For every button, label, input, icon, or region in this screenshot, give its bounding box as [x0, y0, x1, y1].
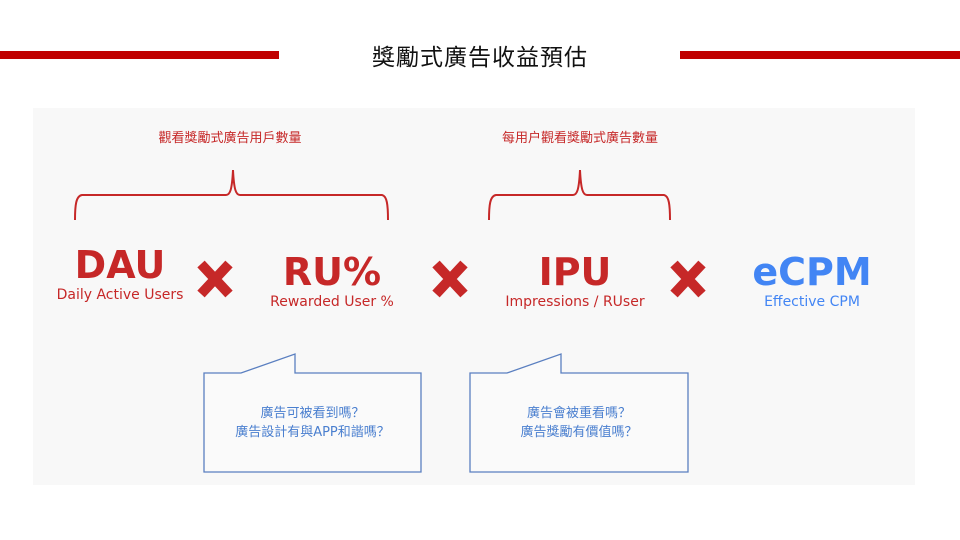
metric-full-name: Rewarded User %: [270, 294, 394, 310]
metric-dau: DAU Daily Active Users: [50, 245, 190, 303]
callout-text-2: 廣告會被重看嗎？ 廣告獎勵有價值嗎？: [470, 404, 688, 442]
multiply-x-icon: [197, 260, 233, 298]
metric-abbr: eCPM: [752, 250, 872, 294]
callout-text-1: 廣告可被看到嗎？ 廣告設計有與APP和諧嗎？: [204, 404, 421, 442]
callout-line: 廣告可被看到嗎？: [260, 406, 365, 421]
metric-abbr: RU%: [282, 250, 382, 294]
title-bar-right: [680, 51, 960, 59]
group-label-users: 觀看獎勵式廣告用戶數量: [158, 131, 302, 146]
metric-ipu: IPU Impressions / RUser: [495, 252, 655, 310]
callout-line: 廣告會被重看嗎？: [526, 406, 631, 421]
callout-line: 廣告設計有與APP和諧嗎？: [235, 425, 390, 440]
metric-full-name: Impressions / RUser: [505, 294, 645, 310]
metric-ru-percent: RU% Rewarded User %: [262, 252, 402, 310]
metric-abbr: IPU: [538, 250, 612, 294]
metric-full-name: Effective CPM: [764, 294, 860, 310]
callout-line: 廣告獎勵有價值嗎？: [520, 425, 638, 440]
metric-ecpm: eCPM Effective CPM: [742, 252, 882, 310]
title-bar-left: [0, 51, 279, 59]
multiply-x-icon: [670, 260, 706, 298]
multiply-x-icon: [432, 260, 468, 298]
group-label-impressions: 每用户觀看獎勵式廣告數量: [501, 131, 658, 146]
metric-abbr: DAU: [74, 243, 166, 287]
metric-full-name: Daily Active Users: [56, 287, 184, 303]
page-title: 獎勵式廣告收益預估: [372, 45, 588, 71]
